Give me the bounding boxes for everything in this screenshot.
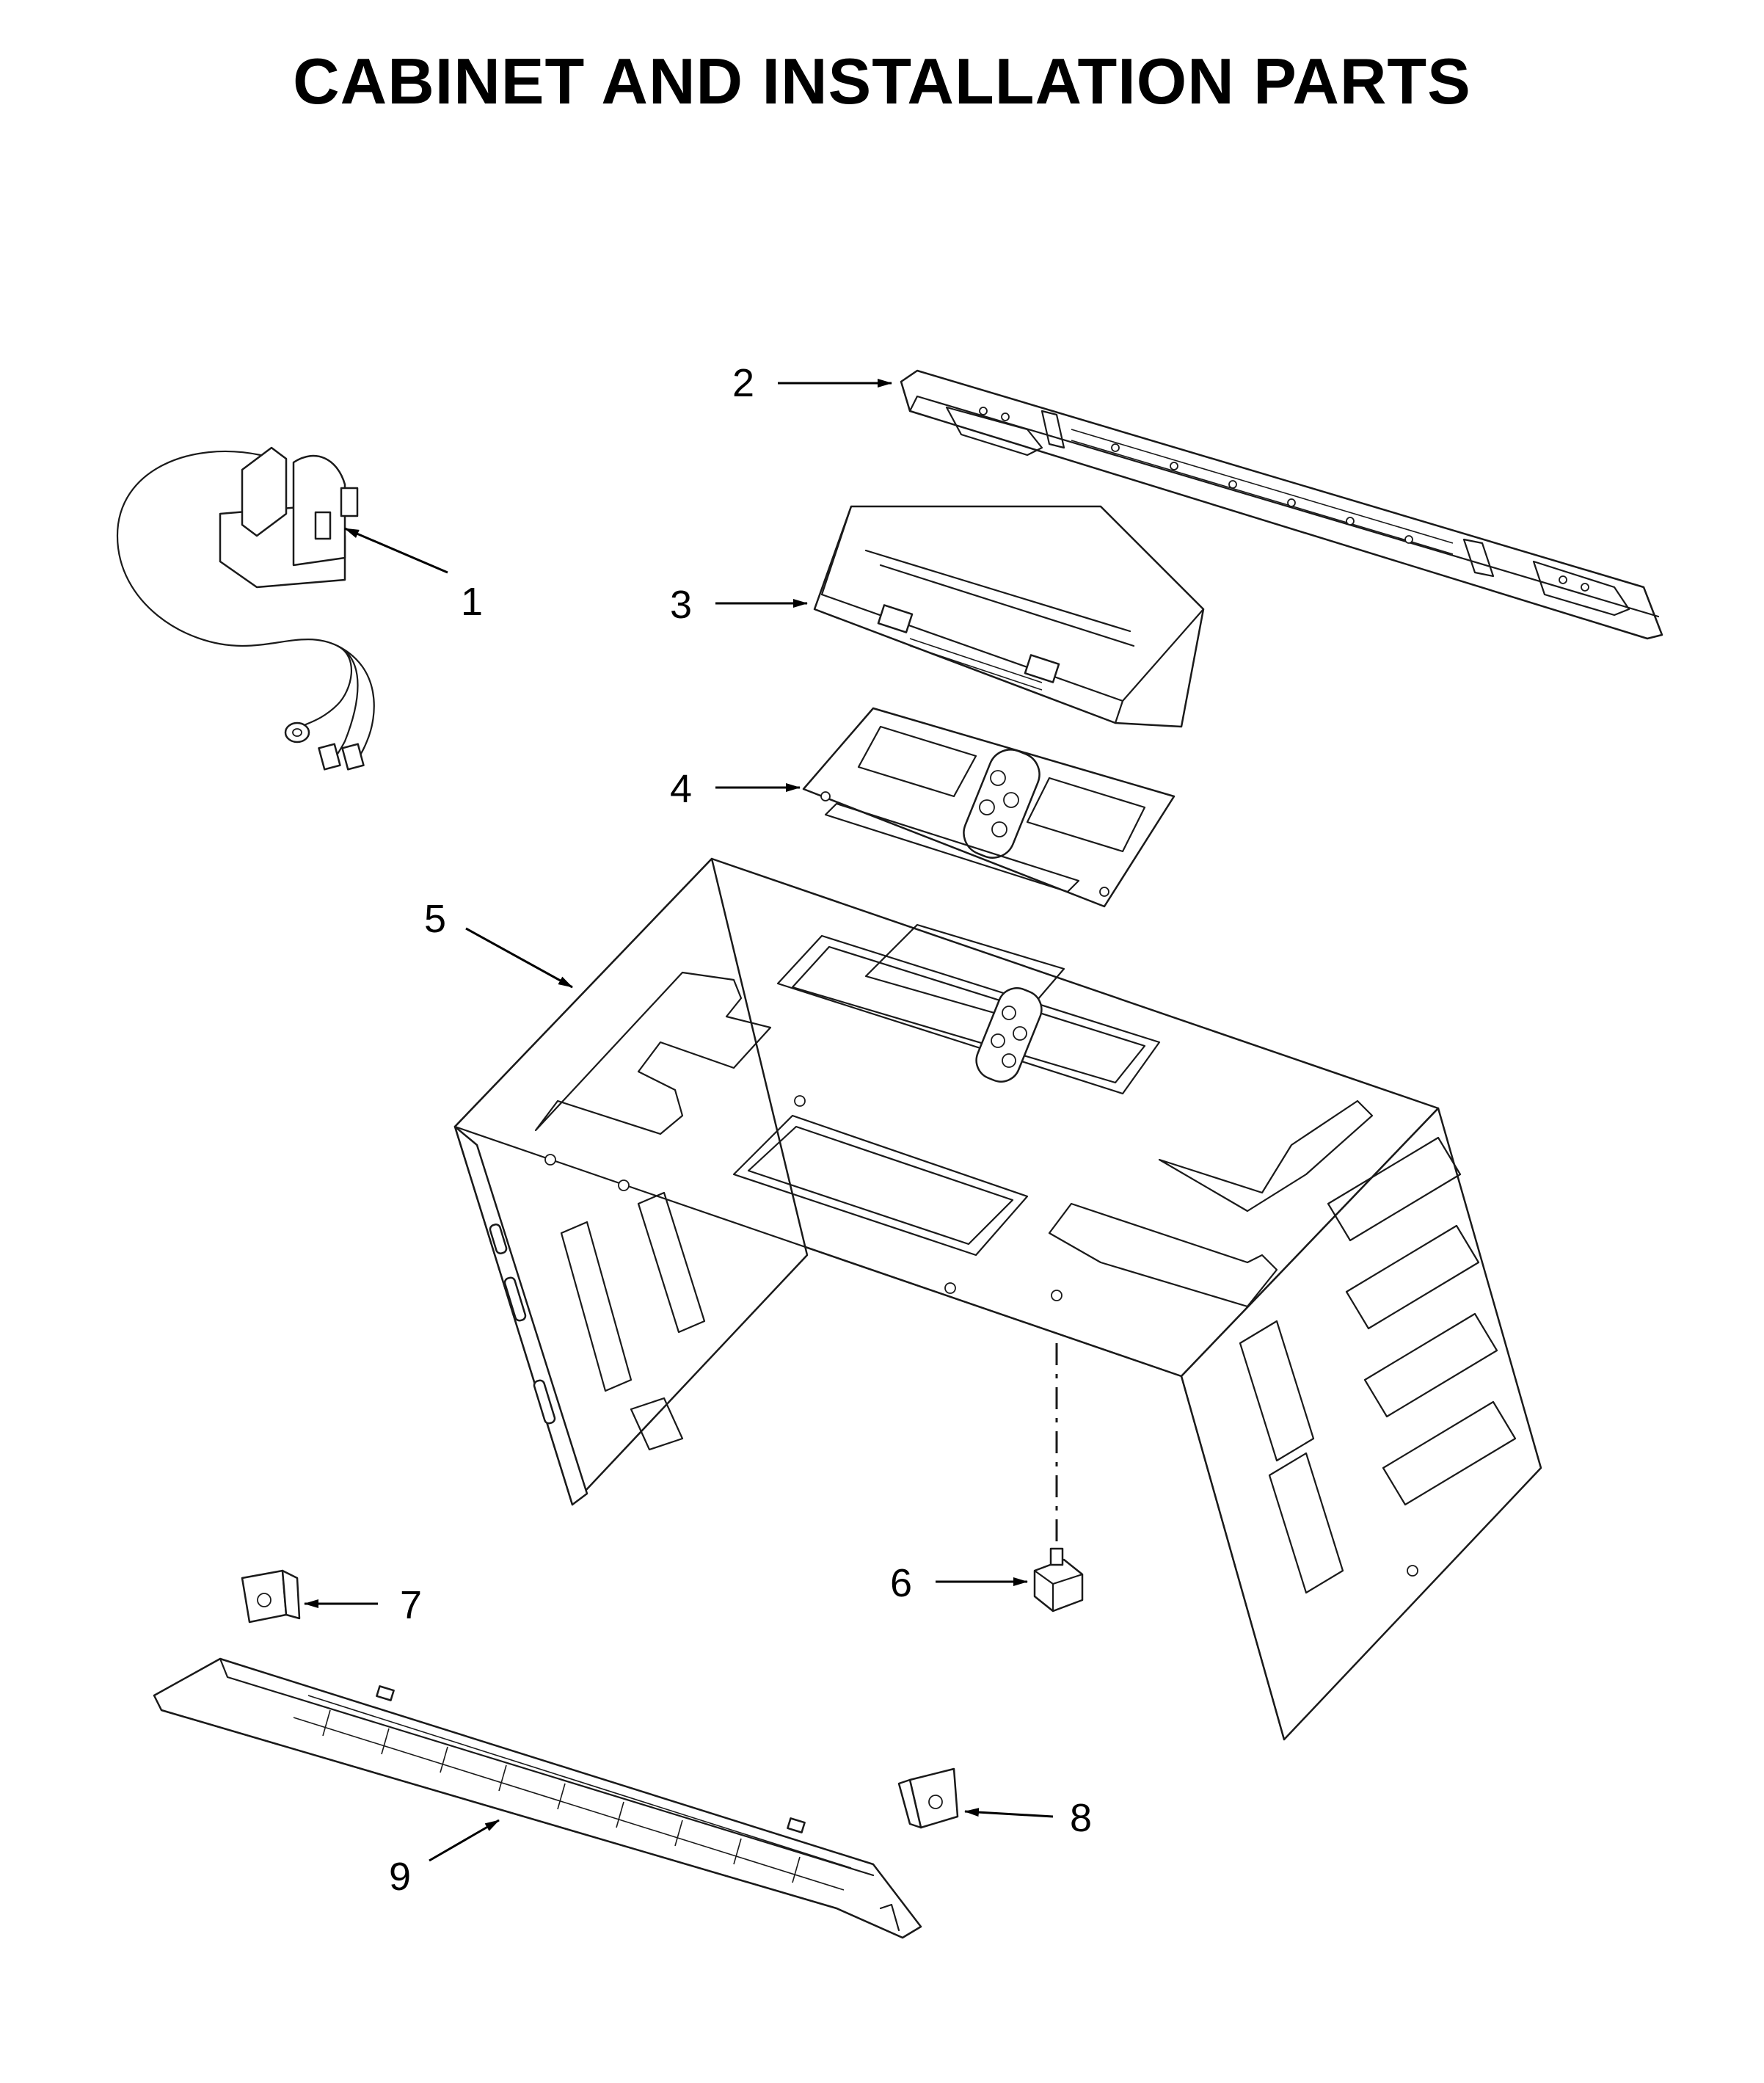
- callout-2: 2: [732, 361, 754, 405]
- part-3-vent-duct[interactable]: [813, 505, 1205, 728]
- callout-9: 9: [389, 1855, 411, 1899]
- callout-8: 8: [1070, 1796, 1092, 1840]
- part-5-cabinet-wrapper[interactable]: [453, 857, 1542, 1741]
- part-2-mounting-rail[interactable]: [900, 369, 1663, 640]
- diagram-title: CABINET AND INSTALLATION PARTS: [293, 45, 1471, 117]
- callout-3: 3: [670, 583, 692, 627]
- callout-7: 7: [400, 1583, 422, 1627]
- callout-1: 1: [461, 580, 483, 624]
- callout-4: 4: [670, 767, 692, 811]
- leader-5: [465, 927, 573, 989]
- callout-6: 6: [890, 1561, 912, 1605]
- leader-lines: [304, 379, 1054, 1862]
- part-4-mounting-plate[interactable]: [802, 707, 1176, 908]
- leader-8: [964, 1808, 1054, 1818]
- part-8-bracket[interactable]: [897, 1767, 959, 1829]
- part-6-clip[interactable]: [1033, 1547, 1084, 1613]
- callout-5: 5: [424, 897, 446, 941]
- part-7-bracket[interactable]: [241, 1569, 301, 1624]
- callout-numbers: 1 2 3 4 5 6 7 8 9: [389, 361, 1092, 1899]
- leader-1: [344, 527, 448, 574]
- part-1-power-cord[interactable]: [116, 446, 375, 771]
- part-9-front-trim[interactable]: [153, 1657, 922, 1939]
- leader-9: [429, 1819, 500, 1862]
